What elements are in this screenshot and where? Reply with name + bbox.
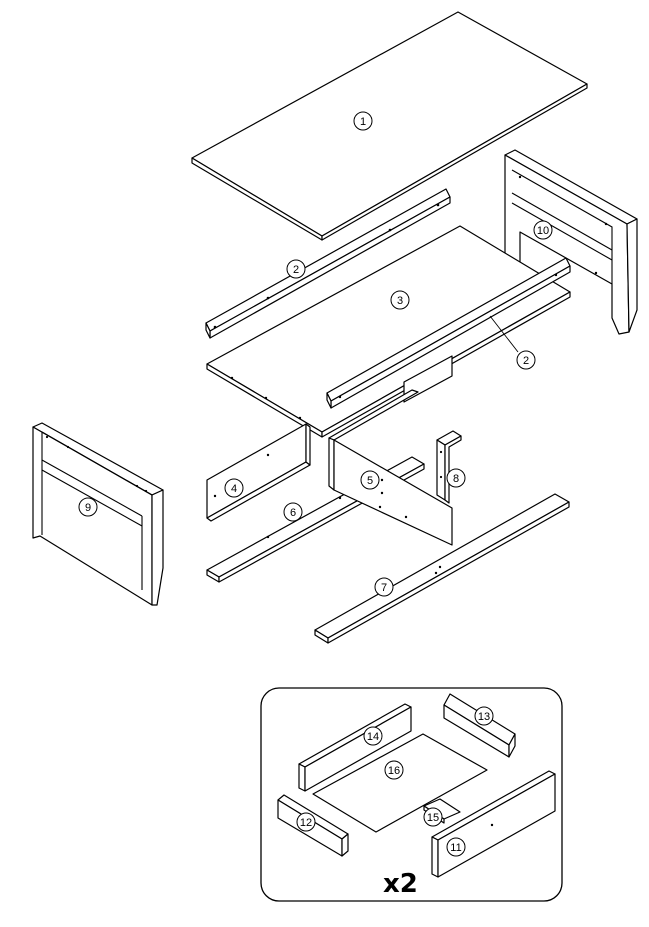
callout-8: 8 [446, 468, 466, 488]
part-10-right-frame [504, 149, 638, 335]
part-1-top-panel [191, 11, 588, 241]
part-9-left-frame [32, 422, 164, 606]
svg-text:15: 15 [427, 812, 439, 824]
svg-text:9: 9 [85, 502, 91, 514]
svg-text:3: 3 [397, 295, 403, 307]
drawer-multiplier: x2 [383, 869, 418, 899]
callout-10: 10 [533, 220, 553, 240]
part-11-drawer-front [431, 770, 556, 878]
svg-text:2: 2 [523, 355, 529, 367]
svg-text:6: 6 [290, 507, 296, 519]
part-2-back-rail [205, 188, 451, 339]
callout-3: 3 [390, 290, 410, 310]
callout-2-front: 2 [516, 350, 536, 370]
callout-2: 2 [286, 259, 306, 279]
part-8-post [436, 430, 462, 504]
svg-text:11: 11 [450, 842, 461, 854]
part-2-front-rail [326, 257, 571, 409]
leader-2 [489, 315, 519, 353]
callout-9: 9 [78, 497, 98, 517]
svg-text:16: 16 [388, 765, 400, 777]
callout-16: 16 [384, 760, 404, 780]
callout-15: 15 [423, 807, 443, 827]
part-16-drawer-bottom [312, 733, 488, 833]
svg-text:4: 4 [231, 483, 237, 495]
part-14-drawer-side [298, 703, 412, 792]
callout-4: 4 [224, 478, 244, 498]
svg-text:14: 14 [367, 731, 379, 743]
callout-13: 13 [474, 706, 494, 726]
callout-12: 12 [296, 812, 316, 832]
part-7-front-rail [314, 493, 570, 644]
svg-text:1: 1 [360, 116, 366, 128]
callout-14: 14 [363, 726, 383, 746]
part-5-divider [328, 389, 453, 546]
callout-7: 7 [374, 577, 394, 597]
svg-text:2: 2 [293, 264, 299, 276]
drawer-inset: x2 [260, 687, 563, 902]
callout-5: 5 [360, 470, 380, 490]
svg-text:7: 7 [381, 582, 387, 594]
callout-1: 1 [353, 111, 373, 131]
callout-11: 11 [446, 837, 466, 857]
svg-text:5: 5 [367, 475, 373, 487]
svg-text:13: 13 [478, 711, 490, 723]
svg-text:10: 10 [537, 225, 549, 237]
callout-6: 6 [283, 502, 303, 522]
svg-text:8: 8 [453, 473, 459, 485]
svg-text:12: 12 [300, 817, 312, 829]
part-3-shelf [206, 225, 571, 438]
